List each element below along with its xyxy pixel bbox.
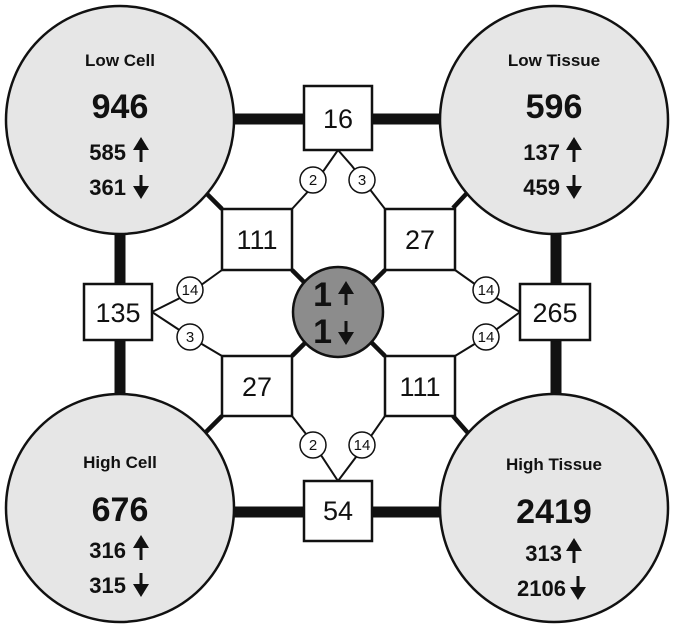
low-tissue-down-count: 459 bbox=[523, 175, 560, 200]
diag-lowcell-ul bbox=[203, 190, 224, 211]
small-circle-bottom-left: 2 bbox=[299, 431, 327, 459]
high-tissue-total: 2419 bbox=[516, 493, 592, 531]
small-circle-left-upper: 14 bbox=[176, 276, 204, 304]
diag-hightissue-lr bbox=[451, 414, 470, 435]
group-low-tissue: Low Tissue 596 137 459 bbox=[438, 4, 670, 236]
small-circle-right-upper: 14 bbox=[472, 276, 500, 304]
low-tissue-title: Low Tissue bbox=[508, 51, 600, 70]
arrow-down-icon bbox=[570, 576, 586, 600]
center-down-count: 1 bbox=[313, 313, 332, 351]
center-up-count: 1 bbox=[313, 276, 332, 314]
small-circle-left-lower-value: 3 bbox=[186, 329, 194, 346]
low-cell-circle bbox=[4, 4, 236, 236]
diag-box-lower-right: 111 bbox=[383, 354, 457, 418]
diag-box-lower-right-value: 111 bbox=[399, 372, 440, 402]
diag-box-lower-left-value: 27 bbox=[242, 372, 272, 402]
diag-box-upper-left-value: 111 bbox=[236, 225, 277, 255]
low-tissue-total: 596 bbox=[526, 88, 583, 126]
diag-highcell-ll bbox=[203, 414, 224, 435]
high-tissue-up-count: 313 bbox=[525, 541, 562, 566]
small-circle-bottom-left-value: 2 bbox=[309, 437, 317, 454]
arrow-down-icon bbox=[338, 321, 354, 345]
high-cell-title: High Cell bbox=[83, 453, 157, 472]
low-cell-down-count: 361 bbox=[89, 175, 126, 200]
high-cell-total: 676 bbox=[92, 491, 149, 529]
edge-box-bottom: 54 bbox=[302, 479, 374, 543]
small-circle-right-lower: 14 bbox=[472, 323, 500, 351]
diag-lr-center bbox=[368, 339, 387, 358]
diag-box-upper-right-value: 27 bbox=[405, 225, 435, 255]
edge-box-bottom-value: 54 bbox=[323, 496, 353, 526]
group-high-tissue: High Tissue 2419 313 2106 bbox=[438, 392, 670, 624]
arrow-up-icon bbox=[338, 281, 354, 305]
low-cell-title: Low Cell bbox=[85, 51, 155, 70]
small-circle-top-left: 2 bbox=[299, 166, 327, 194]
arrow-up-icon bbox=[566, 538, 582, 563]
diag-box-upper-left: 111 bbox=[220, 207, 294, 272]
center-node: 1 1 bbox=[291, 265, 385, 359]
small-circle-left-lower: 3 bbox=[176, 323, 204, 351]
arrow-down-icon bbox=[566, 175, 582, 199]
low-cell-up-count: 585 bbox=[89, 140, 126, 165]
thick-connectors bbox=[114, 113, 562, 518]
small-circle-right-upper-value: 14 bbox=[478, 282, 495, 299]
low-tissue-up-count: 137 bbox=[523, 140, 560, 165]
diag-lowtissue-ur bbox=[451, 190, 470, 210]
small-circle-right-lower-value: 14 bbox=[478, 329, 495, 346]
small-circle-bottom-right-value: 14 bbox=[354, 437, 371, 454]
diag-ll-center bbox=[290, 340, 308, 358]
small-circle-top-right: 3 bbox=[348, 166, 376, 194]
arrow-up-icon bbox=[133, 535, 149, 560]
small-circle-bottom-right: 14 bbox=[348, 431, 376, 459]
high-tissue-title: High Tissue bbox=[506, 455, 602, 474]
low-cell-total: 946 bbox=[92, 88, 149, 126]
arrow-up-icon bbox=[566, 137, 582, 162]
high-cell-circle bbox=[4, 392, 236, 624]
small-circle-top-right-value: 3 bbox=[358, 172, 366, 189]
edge-box-right: 265 bbox=[518, 282, 592, 342]
high-cell-down-count: 315 bbox=[89, 573, 126, 598]
center-circle bbox=[291, 265, 385, 359]
high-tissue-circle bbox=[438, 392, 670, 624]
arrow-down-icon bbox=[133, 175, 149, 199]
small-circle-top-left-value: 2 bbox=[309, 172, 317, 189]
edge-box-left-value: 135 bbox=[95, 298, 140, 328]
small-circle-left-upper-value: 14 bbox=[182, 282, 199, 299]
edge-box-right-value: 265 bbox=[532, 298, 577, 328]
group-low-cell: Low Cell 946 585 361 bbox=[4, 4, 236, 236]
edge-box-top-value: 16 bbox=[323, 104, 353, 134]
diag-box-lower-left: 27 bbox=[220, 354, 294, 418]
edge-box-left: 135 bbox=[82, 282, 154, 342]
low-tissue-circle bbox=[438, 4, 670, 236]
high-cell-up-count: 316 bbox=[89, 538, 126, 563]
edge-box-top: 16 bbox=[302, 84, 374, 152]
arrow-down-icon bbox=[133, 573, 149, 597]
group-high-cell: High Cell 676 316 315 bbox=[4, 392, 236, 624]
high-tissue-down-count: 2106 bbox=[517, 576, 566, 601]
diag-box-upper-right: 27 bbox=[383, 207, 457, 272]
arrow-up-icon bbox=[133, 137, 149, 162]
